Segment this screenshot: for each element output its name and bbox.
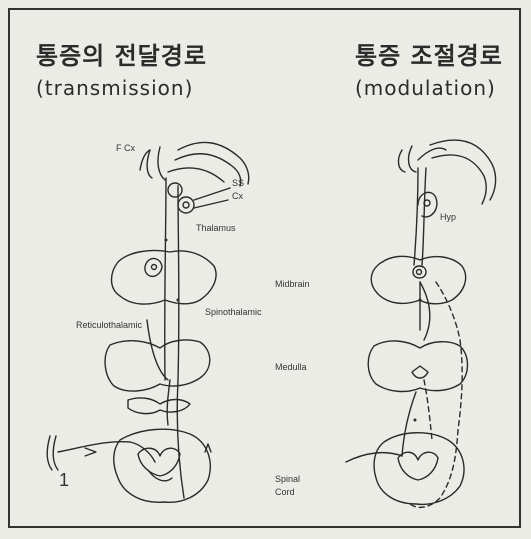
label-cord: Cord xyxy=(275,487,295,497)
right-ascending-fiber xyxy=(346,282,430,462)
label-hypothalamus: Hyp xyxy=(440,212,456,222)
label-medulla: Medulla xyxy=(275,362,307,372)
left-spinal-cord-section xyxy=(114,429,211,502)
label-ss: SS xyxy=(232,178,244,188)
left-title-korean: 통증의 전달경로 xyxy=(36,36,207,71)
label-spinothalamic: Spinothalamic xyxy=(205,307,262,317)
right-modulation-dashed-path xyxy=(410,282,462,507)
right-title-english: (modulation) xyxy=(355,76,496,100)
label-step-number: 1 xyxy=(59,470,69,491)
left-medulla-section xyxy=(105,340,210,414)
right-spinal-cord-section xyxy=(374,433,464,505)
left-thalamus xyxy=(168,183,230,213)
tract-markers xyxy=(165,239,422,422)
right-cortex xyxy=(398,140,495,204)
label-frontal-cortex: F Cx xyxy=(116,143,135,153)
label-midbrain: Midbrain xyxy=(275,279,310,289)
left-afferent-fiber xyxy=(47,436,211,470)
label-thalamus: Thalamus xyxy=(196,223,236,233)
label-reticulothalamic: Reticulothalamic xyxy=(76,320,142,330)
left-title-english: (transmission) xyxy=(36,76,193,100)
label-spinal: Spinal xyxy=(275,474,300,484)
right-medulla-section xyxy=(368,341,467,392)
right-hypothalamus xyxy=(418,192,437,217)
right-descending-tract xyxy=(414,168,426,265)
right-title-korean: 통증 조절경로 xyxy=(355,36,503,71)
right-midbrain-section xyxy=(371,256,465,303)
left-reticulothalamic-tract xyxy=(147,320,170,425)
left-midbrain-section xyxy=(112,250,217,304)
left-spinothalamic-tract xyxy=(165,178,184,498)
label-cx: Cx xyxy=(232,191,243,201)
